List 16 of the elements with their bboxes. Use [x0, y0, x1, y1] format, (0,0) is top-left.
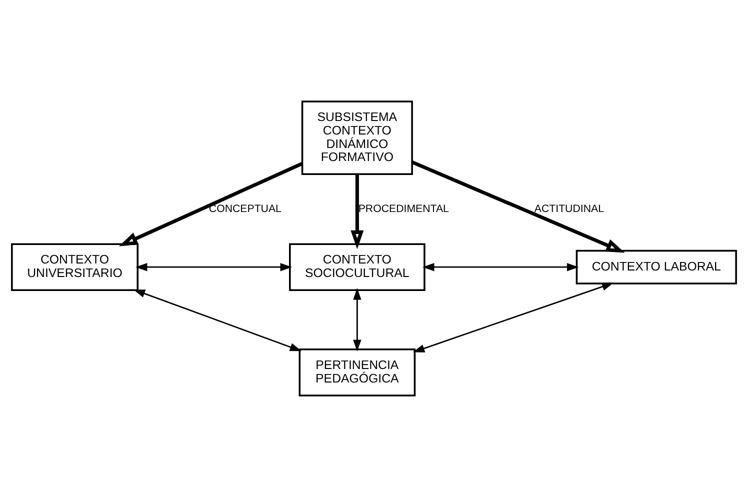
arrow	[412, 160, 625, 252]
node-box: CONTEXTO LABORAL	[576, 249, 737, 284]
node-box: CONTEXTO UNIVERSITARIO	[11, 242, 138, 290]
arrow	[133, 288, 302, 351]
arrow	[353, 288, 362, 352]
arrow	[118, 162, 303, 246]
arrow	[422, 262, 579, 271]
arrow	[136, 262, 292, 271]
node-box: CONTEXTO SOCIOCULTURAL	[289, 242, 426, 290]
arrow	[412, 282, 614, 352]
arrow	[350, 174, 364, 249]
edge-label: CONCEPTUAL	[208, 202, 282, 214]
edge-label: PROCEDIMENTAL	[358, 202, 449, 214]
node-box: SUBSISTEMA CONTEXTO DINÁMICO FORMATIVO	[301, 100, 413, 175]
node-box: PERTINENCIA PEDAGÓGICA	[298, 348, 416, 396]
edge-label: ACTITUDINAL	[534, 202, 604, 214]
